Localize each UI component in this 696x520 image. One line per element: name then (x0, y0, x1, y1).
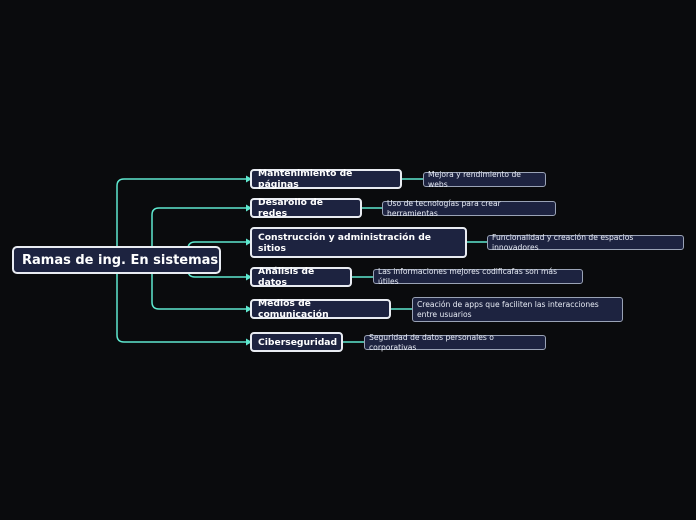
branch-redes[interactable]: Desarollo de redes (250, 197, 362, 219)
connector-branch-1 (116, 178, 250, 246)
detail-label: Uso de tecnologías para crear herramient… (387, 199, 501, 218)
branch-label: Medios de comunicación (258, 298, 329, 320)
branch-label: Construcción y administración de sitios (258, 231, 432, 254)
root-topic-label: Ramas de ing. En sistemas (22, 252, 219, 268)
detail-label: Funcionalidad y creación de espacios inn… (492, 233, 634, 252)
arrowhead-6 (246, 338, 252, 346)
detail-label: Creación de apps que faciliten las inter… (417, 300, 599, 319)
detail-redes[interactable]: Uso de tecnologías para crear herramient… (382, 199, 556, 218)
detail-label: Seguridad de datos personales o corporat… (369, 333, 494, 352)
branch-label: Mantenimiento de páginas (258, 168, 353, 190)
branch-ciberseguridad[interactable]: Ciberseguridad (250, 332, 343, 352)
branch-label: Ciberseguridad (258, 336, 338, 348)
arrowhead-3 (246, 238, 252, 246)
connector-branch-2 (151, 207, 250, 246)
arrowhead-1 (246, 175, 252, 183)
detail-label: Mejora y rendimiento de webs (428, 170, 521, 189)
branch-label: Análisis de datos (258, 266, 315, 288)
detail-analisis[interactable]: Las informaciones mejores codificafas so… (373, 267, 583, 286)
branch-label: Desarollo de redes (258, 197, 323, 219)
detail-construccion[interactable]: Funcionalidad y creación de espacios inn… (487, 233, 684, 252)
root-topic[interactable]: Ramas de ing. En sistemas (12, 246, 221, 274)
detail-ciberseguridad[interactable]: Seguridad de datos personales o corporat… (364, 333, 546, 352)
detail-mantenimiento[interactable]: Mejora y rendimiento de webs (423, 170, 546, 189)
detail-label: Las informaciones mejores codificafas so… (378, 267, 558, 286)
branch-construccion[interactable]: Construcción y administración de sitios (250, 227, 467, 258)
connector-branch-5 (151, 274, 250, 310)
branch-mantenimiento[interactable]: Mantenimiento de páginas (250, 168, 402, 190)
branch-analisis[interactable]: Análisis de datos (250, 266, 352, 288)
detail-medios[interactable]: Creación de apps que faciliten las inter… (412, 297, 623, 322)
branch-medios[interactable]: Medios de comunicación (250, 298, 391, 320)
arrowhead-4 (246, 273, 252, 281)
connector-branch-6 (116, 274, 250, 343)
arrowhead-5 (246, 305, 252, 313)
arrowhead-2 (246, 204, 252, 212)
